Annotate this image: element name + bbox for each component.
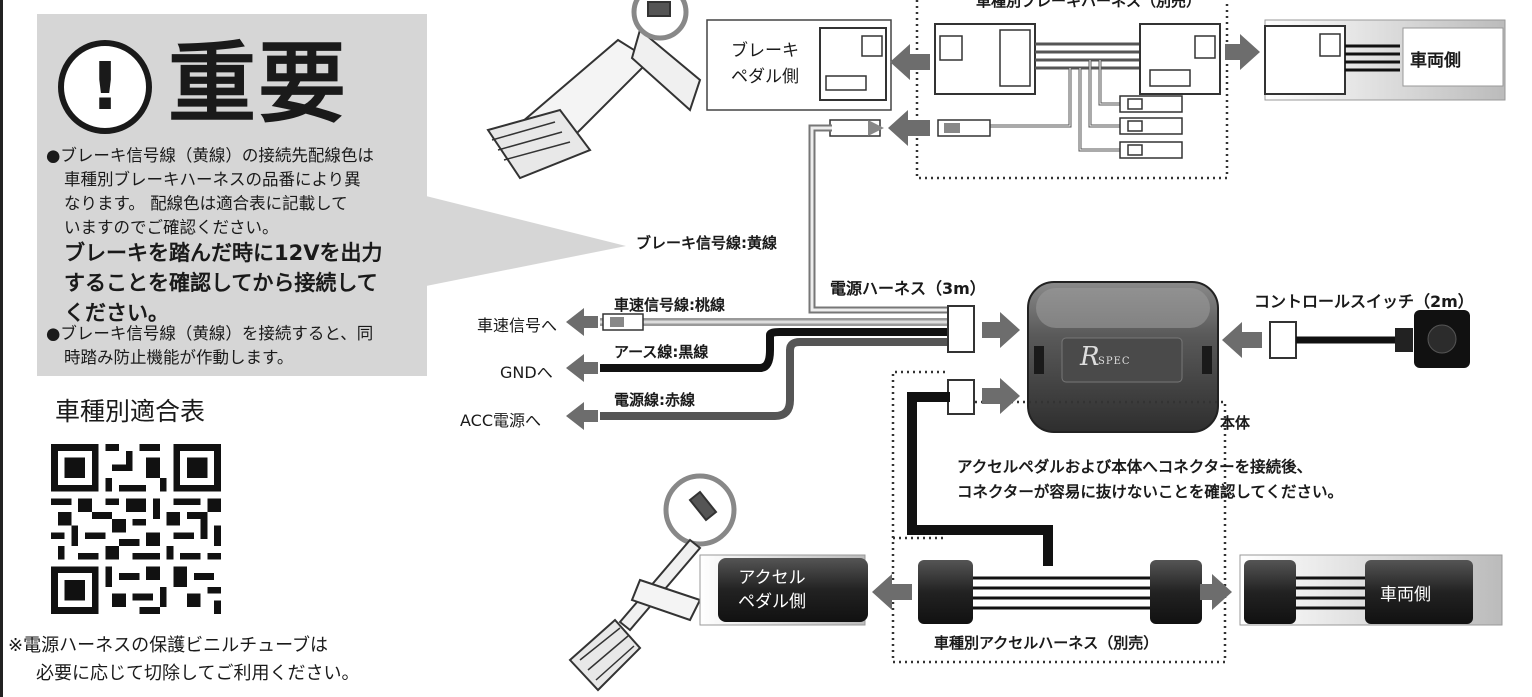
connection-instruction: アクセルペダルおよび本体へコネクターを接続後、 コネクターが容易に抜けないことを… — [957, 458, 1343, 501]
brake-signal-wire-label: ブレーキ信号線:黄線 — [636, 234, 777, 252]
exclamation-mark: ! — [89, 48, 121, 125]
power-harness-title: 電源ハーネス（3m） — [830, 279, 986, 298]
ground-wire — [600, 328, 950, 372]
unit-logo-letter: R — [1080, 342, 1100, 372]
arrow-left-icon — [872, 574, 912, 610]
notice-bullet-2: ●ブレーキ信号線（黄線）を接続すると、同 時踏み防止機能が作動します。 — [46, 324, 374, 367]
accel-pedal-illustration — [568, 473, 737, 692]
accel-vehicle-side-label: 車両側 — [1380, 585, 1431, 605]
ground-wire-label: アース線:黒線 — [614, 343, 709, 361]
control-switch-label: コントロールスイッチ（2m） — [1254, 292, 1474, 311]
brake-pedal-side-label: ブレーキ ペダル側 — [731, 41, 799, 87]
important-title: 重要 — [168, 32, 349, 135]
acc-power-wire-label: 電源線:赤線 — [614, 391, 695, 409]
accel-harness-frame — [891, 370, 1227, 664]
accel-vehicle-side-block — [1365, 560, 1473, 624]
arrow-right-icon — [1200, 574, 1232, 610]
brake-pedal-illustration — [486, 0, 702, 180]
accel-pedal-side-block — [718, 558, 868, 622]
exclamation-icon — [58, 40, 152, 134]
arrow-left-icon — [566, 308, 598, 336]
compatibility-table-title: 車種別適合表 — [55, 397, 206, 426]
notice-emphasis: ブレーキを踏んだ時に12Vを出力 することを確認してから接続して ください。 — [64, 241, 383, 325]
arrow-left-icon — [566, 402, 598, 430]
arrow-right-icon — [982, 312, 1020, 348]
speed-signal-wire-label: 車速信号線:桃線 — [614, 296, 725, 314]
arrow-right-icon — [982, 378, 1020, 414]
arrow-left-icon — [1222, 322, 1262, 358]
unit-logo-text: SPEC — [1098, 356, 1131, 367]
main-unit-label: 本体 — [1220, 414, 1251, 432]
arrow-left-icon — [890, 44, 930, 80]
accel-pedal-side-label: アクセル ペダル側 — [738, 568, 806, 612]
brake-harness-title: 車種別ブレーキハーネス（別売） — [976, 0, 1202, 10]
arrow-right-icon — [888, 110, 930, 146]
brake-harness-frame — [915, 0, 1229, 180]
arrow-left-icon — [566, 354, 598, 382]
power-harness-connector — [947, 305, 975, 353]
footnote: ※電源ハーネスの保護ビニルチューブは 必要に応じて切除してご利用ください。 — [8, 635, 360, 684]
brake-vehicle-side-label: 車両側 — [1410, 51, 1461, 71]
ground-destination: GNDへ — [500, 363, 553, 382]
acc-power-wire — [600, 338, 950, 420]
notice-callout-pointer — [426, 196, 626, 286]
arrow-right-icon — [1225, 34, 1260, 70]
page-border — [0, 0, 3, 697]
compatibility-qr-code[interactable] — [51, 444, 221, 614]
speed-signal-destination: 車速信号へ — [477, 316, 558, 335]
accel-signal-wire — [907, 392, 1053, 566]
acc-power-destination: ACC電源へ — [460, 411, 542, 430]
notice-bullet-1: ●ブレーキ信号線（黄線）の接続先配線色は 車種別ブレーキハーネスの品番により異 … — [46, 146, 374, 237]
main-unit-illustration — [1027, 281, 1219, 433]
accel-harness-title: 車種別アクセルハーネス（別売） — [934, 634, 1159, 652]
